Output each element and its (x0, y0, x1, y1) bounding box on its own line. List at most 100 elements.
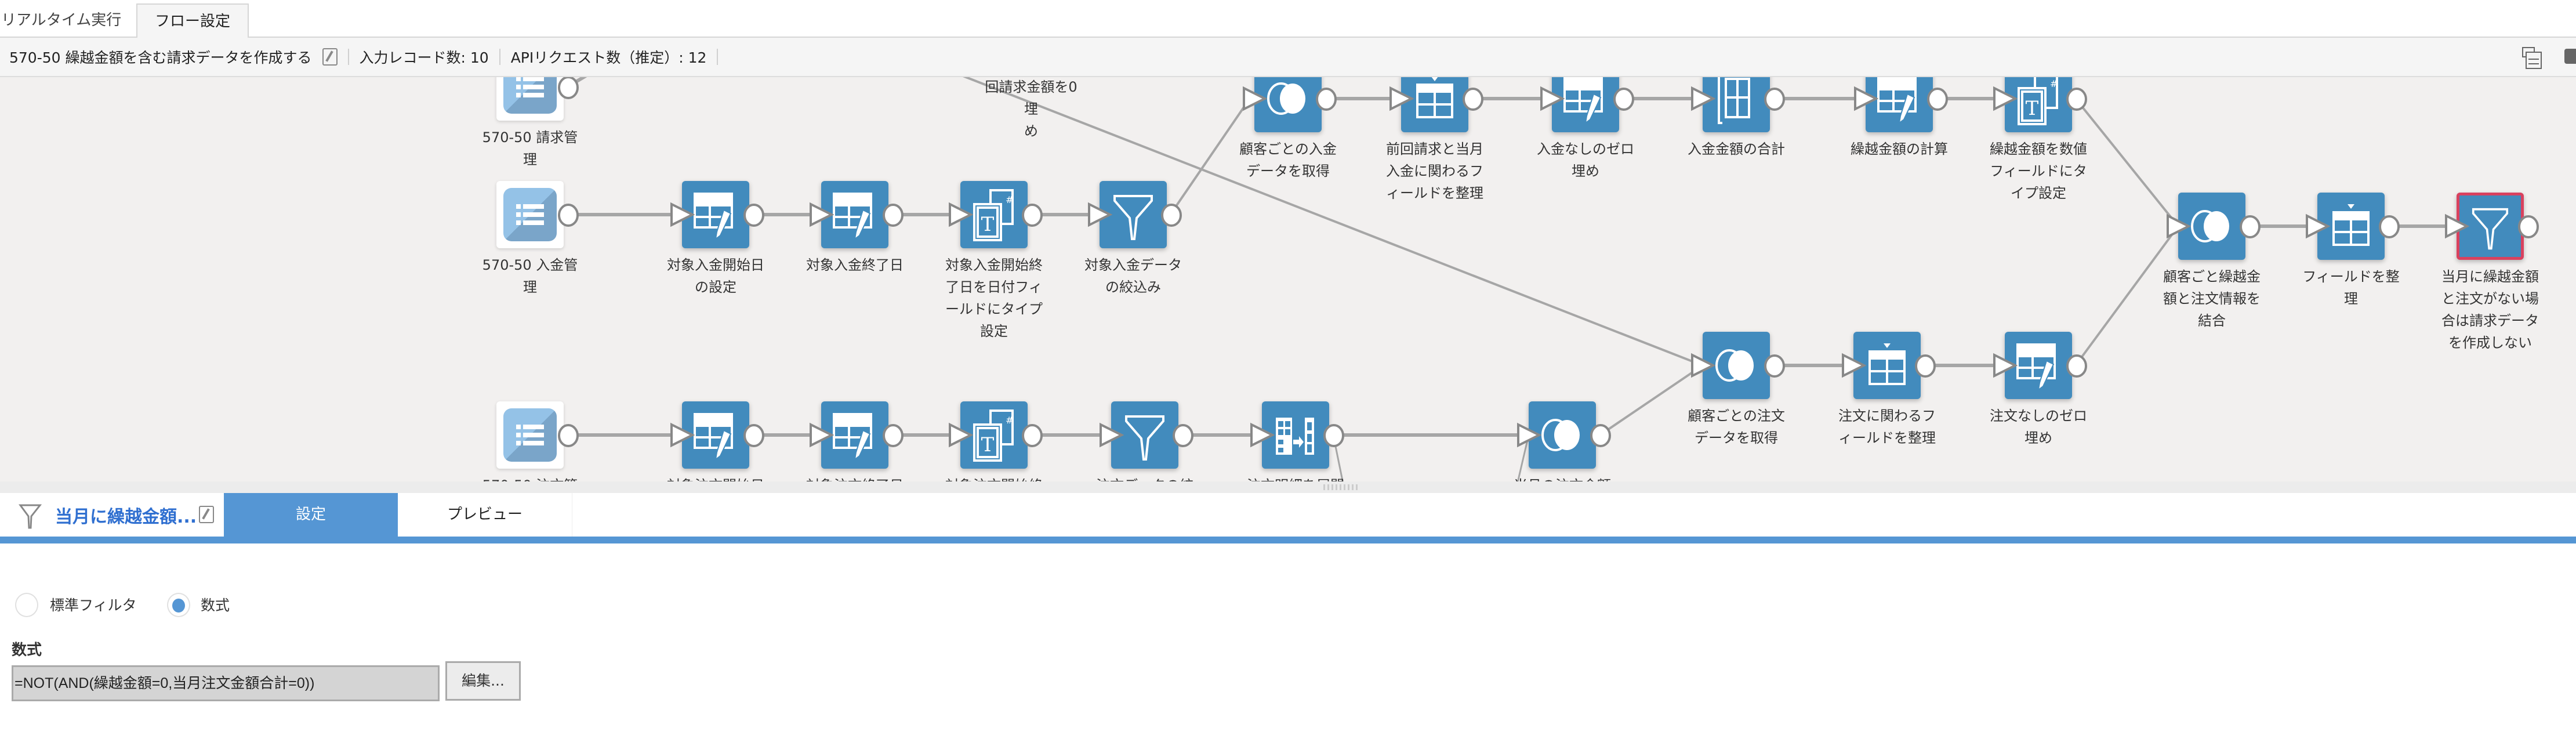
output-port[interactable] (557, 423, 580, 448)
input-port[interactable] (808, 422, 834, 448)
divider (499, 49, 500, 65)
input-port[interactable] (669, 422, 695, 448)
flow-node-src-payment[interactable] (496, 181, 564, 248)
tab-preview[interactable]: プレビュー (398, 493, 572, 537)
edit-title-icon[interactable] (322, 48, 338, 66)
tab-realtime-run[interactable]: リアルタイム実行 (1, 12, 122, 29)
input-port[interactable] (1841, 353, 1866, 378)
flow-node-label-line: と注文がない場 (2441, 291, 2539, 307)
flow-node-label-line: データを取得 (1695, 430, 1778, 446)
flow-node-label-line: 前回請求と当月 (1386, 141, 1483, 157)
input-port[interactable] (1690, 353, 1715, 378)
flow-node-label-line: 注文に関わるフ (1838, 408, 1936, 424)
data-source-icon (503, 408, 557, 462)
input-port[interactable] (1539, 86, 1565, 111)
flow-node-src-billing[interactable] (496, 77, 564, 121)
flow-node-label: 顧客ごとの入金データを取得 (1239, 138, 1337, 182)
flow-node-label: 570-50 入金管理 (481, 254, 579, 298)
output-port[interactable] (1926, 87, 1949, 111)
panel-splitter[interactable] (0, 481, 2576, 493)
output-port[interactable] (742, 203, 765, 227)
output-port[interactable] (1461, 87, 1485, 111)
output-port[interactable] (881, 423, 905, 448)
comment-list-icon[interactable] (2521, 46, 2542, 70)
output-port[interactable] (1612, 87, 1635, 111)
output-port[interactable] (1763, 87, 1786, 111)
input-port[interactable] (1388, 86, 1414, 111)
tab-settings[interactable]: 設定 (224, 493, 398, 537)
resize-grip[interactable] (1323, 484, 1358, 490)
flow-title: 570-50 繰越金額を含む請求データを作成する (9, 49, 312, 66)
flow-node-label-line: 対象入金開始日 (667, 257, 764, 273)
output-port[interactable] (2378, 215, 2401, 239)
output-port[interactable] (1021, 423, 1044, 448)
input-port[interactable] (1242, 86, 1267, 111)
output-port[interactable] (2065, 354, 2088, 378)
flow-node-label-line: データを取得 (1246, 163, 1330, 179)
output-port[interactable] (1021, 203, 1044, 227)
output-port[interactable] (1171, 423, 1195, 448)
edit-node-name-icon[interactable] (199, 506, 214, 523)
output-port[interactable] (881, 203, 905, 227)
flow-node-join-pay[interactable] (1254, 77, 1322, 132)
input-port[interactable] (1087, 202, 1112, 227)
radio-formula-label: 数式 (201, 597, 230, 614)
output-port[interactable] (1914, 354, 1937, 378)
flow-node-sum-pay[interactable] (1703, 77, 1770, 132)
flow-node-label-line: 570-50 請求管理 (482, 129, 578, 168)
input-port[interactable] (2165, 213, 2191, 239)
flow-node-label: 顧客ごと繰越金額と注文情報を結合 (2163, 266, 2261, 332)
output-port[interactable] (1589, 423, 1612, 448)
flow-node-label-line: 570-50 注文管理 (481, 474, 579, 481)
api-request-count: APIリクエスト数（推定）: 12 (510, 49, 707, 66)
tab-flow-settings[interactable]: フロー設定 (136, 3, 249, 38)
output-port[interactable] (557, 77, 580, 100)
output-port[interactable] (2065, 87, 2088, 111)
output-port[interactable] (557, 203, 580, 227)
flow-node-label-line: 顧客ごと繰越金 (2163, 269, 2261, 285)
divider (347, 49, 349, 65)
input-port[interactable] (1992, 353, 2018, 378)
output-port[interactable] (2238, 215, 2262, 239)
input-port[interactable] (2305, 213, 2330, 239)
input-port[interactable] (948, 422, 973, 448)
flow-node-calc-carry[interactable] (1866, 77, 1933, 132)
flow-node-label: 570-50 注文管理 (481, 474, 579, 481)
radio-standard-filter[interactable] (15, 593, 38, 617)
flow-node-label-line: 埋め (1572, 163, 1599, 179)
input-port[interactable] (669, 202, 695, 227)
flow-node-label-line: 埋め (2024, 430, 2052, 446)
input-port[interactable] (1249, 422, 1275, 448)
input-port[interactable] (1516, 422, 1541, 448)
flow-node-type-carry[interactable] (2005, 77, 2072, 132)
flow-node-label-line: 入金に関わるフ (1386, 163, 1483, 179)
input-port[interactable] (1992, 86, 2018, 111)
flow-node-label-line: 対象注文終了日 (806, 474, 904, 481)
input-port[interactable] (808, 202, 834, 227)
output-port[interactable] (1763, 354, 1786, 378)
flow-node-label-line: 当月の注文金額 (1513, 474, 1612, 481)
flow-node-label: 顧客ごとの注文データを取得 (1687, 405, 1786, 449)
input-port[interactable] (1098, 422, 1124, 448)
flow-node-select-prev[interactable] (1401, 77, 1468, 132)
output-port[interactable] (1160, 203, 1183, 227)
flow-node-label: 対象注文終了日 (806, 474, 904, 481)
flow-node-label: 当月の注文金額 (1513, 474, 1612, 481)
flow-node-src-order[interactable] (496, 401, 564, 469)
output-port[interactable] (742, 423, 765, 448)
output-port[interactable] (1315, 87, 1338, 111)
flow-node-zero-pay[interactable] (1552, 77, 1619, 132)
flow-node-label-line: の絞込み (1105, 279, 1161, 295)
input-port[interactable] (2444, 213, 2469, 239)
edit-formula-button[interactable]: 編集... (445, 661, 521, 701)
flow-node-label-line: 合は請求データ (2441, 313, 2539, 329)
output-port[interactable] (1322, 423, 1345, 448)
radio-formula[interactable] (167, 593, 190, 617)
input-port[interactable] (1853, 86, 1878, 111)
input-port[interactable] (948, 202, 973, 227)
output-port[interactable] (2517, 215, 2540, 239)
input-port[interactable] (1690, 86, 1715, 111)
comment-icon[interactable] (2562, 46, 2576, 70)
formula-field[interactable]: =NOT(AND(繰越金額=0,当月注文金額合計=0)) (12, 665, 440, 701)
